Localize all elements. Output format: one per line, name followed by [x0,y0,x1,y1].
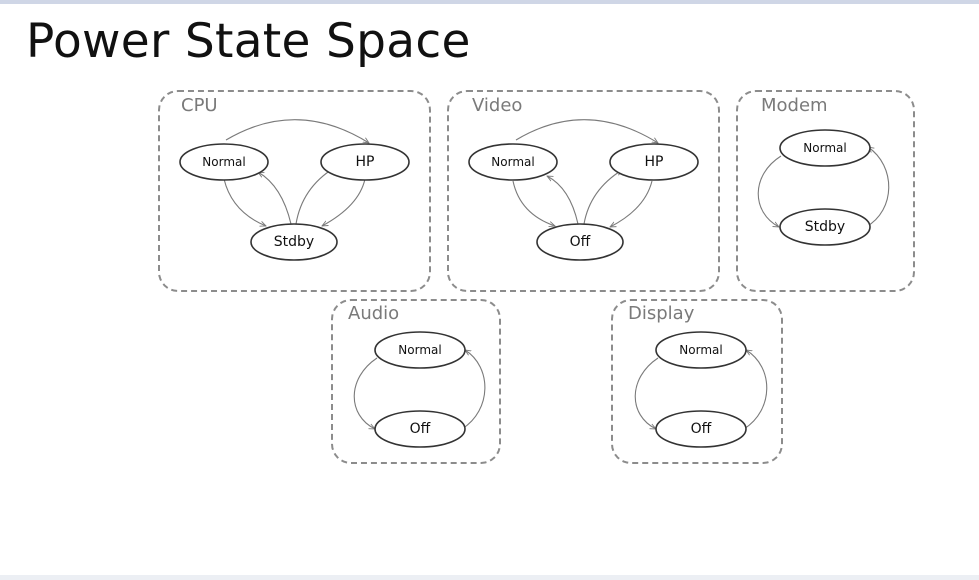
audio-edge-off-to-normal [461,350,486,430]
display-label: Display [628,303,695,324]
svg-text:Normal: Normal [398,343,441,357]
video-state-off: Off [536,223,624,261]
video-edge-normal-to-off [512,180,555,226]
svg-text:HP: HP [356,154,375,170]
svg-text:Off: Off [691,421,712,437]
svg-text:Off: Off [570,234,591,250]
slide-title: Power State Space [26,14,471,69]
svg-text:Normal: Normal [679,343,722,357]
svg-text:Normal: Normal [202,155,245,169]
audio-edge-normal-to-off [353,357,378,429]
svg-text:Stdby: Stdby [274,234,314,250]
audio-state-normal: Normal [374,331,466,369]
svg-text:Normal: Normal [491,155,534,169]
cpu-edge-normal-to-hp [225,119,369,143]
video-state-normal: Normal [468,143,558,181]
svg-text:HP: HP [645,154,664,170]
video-edge-normal-to-hp [515,119,658,143]
modem-state-standby: Stdby [779,208,871,246]
svg-text:Stdby: Stdby [805,219,845,235]
modem-label: Modem [761,95,828,116]
modem-edge-standby-to-normal [865,147,890,228]
video-edge-off-to-normal [547,176,579,225]
display-state-normal: Normal [655,331,747,369]
cpu-state-hp: HP [320,143,410,181]
video-state-hp: HP [609,143,699,181]
display-box [611,299,783,464]
cpu-label: CPU [181,95,218,116]
cpu-state-standby: Stdby [250,223,338,261]
top-border [0,0,979,4]
cpu-edge-standby-to-normal [258,172,292,225]
display-edge-normal-to-off [634,357,659,429]
svg-text:Off: Off [410,421,431,437]
video-box [447,90,720,292]
cpu-box [158,90,431,292]
video-edge-off-to-hp [583,170,622,225]
cpu-state-normal: Normal [179,143,269,181]
audio-label: Audio [348,303,400,324]
cpu-edge-hp-to-standby [322,178,366,226]
audio-box [331,299,501,464]
modem-edge-normal-to-standby [757,155,782,227]
bottom-border [0,575,979,580]
modem-state-normal: Normal [779,129,871,167]
modem-box [736,90,915,292]
display-state-off: Off [655,410,747,448]
audio-state-off: Off [374,410,466,448]
display-edge-off-to-normal [743,350,768,430]
cpu-edge-normal-to-standby [223,178,266,226]
cpu-edge-standby-to-hp [295,168,334,225]
video-label: Video [472,95,523,116]
video-edge-hp-to-off [610,180,653,227]
svg-text:Normal: Normal [803,141,846,155]
